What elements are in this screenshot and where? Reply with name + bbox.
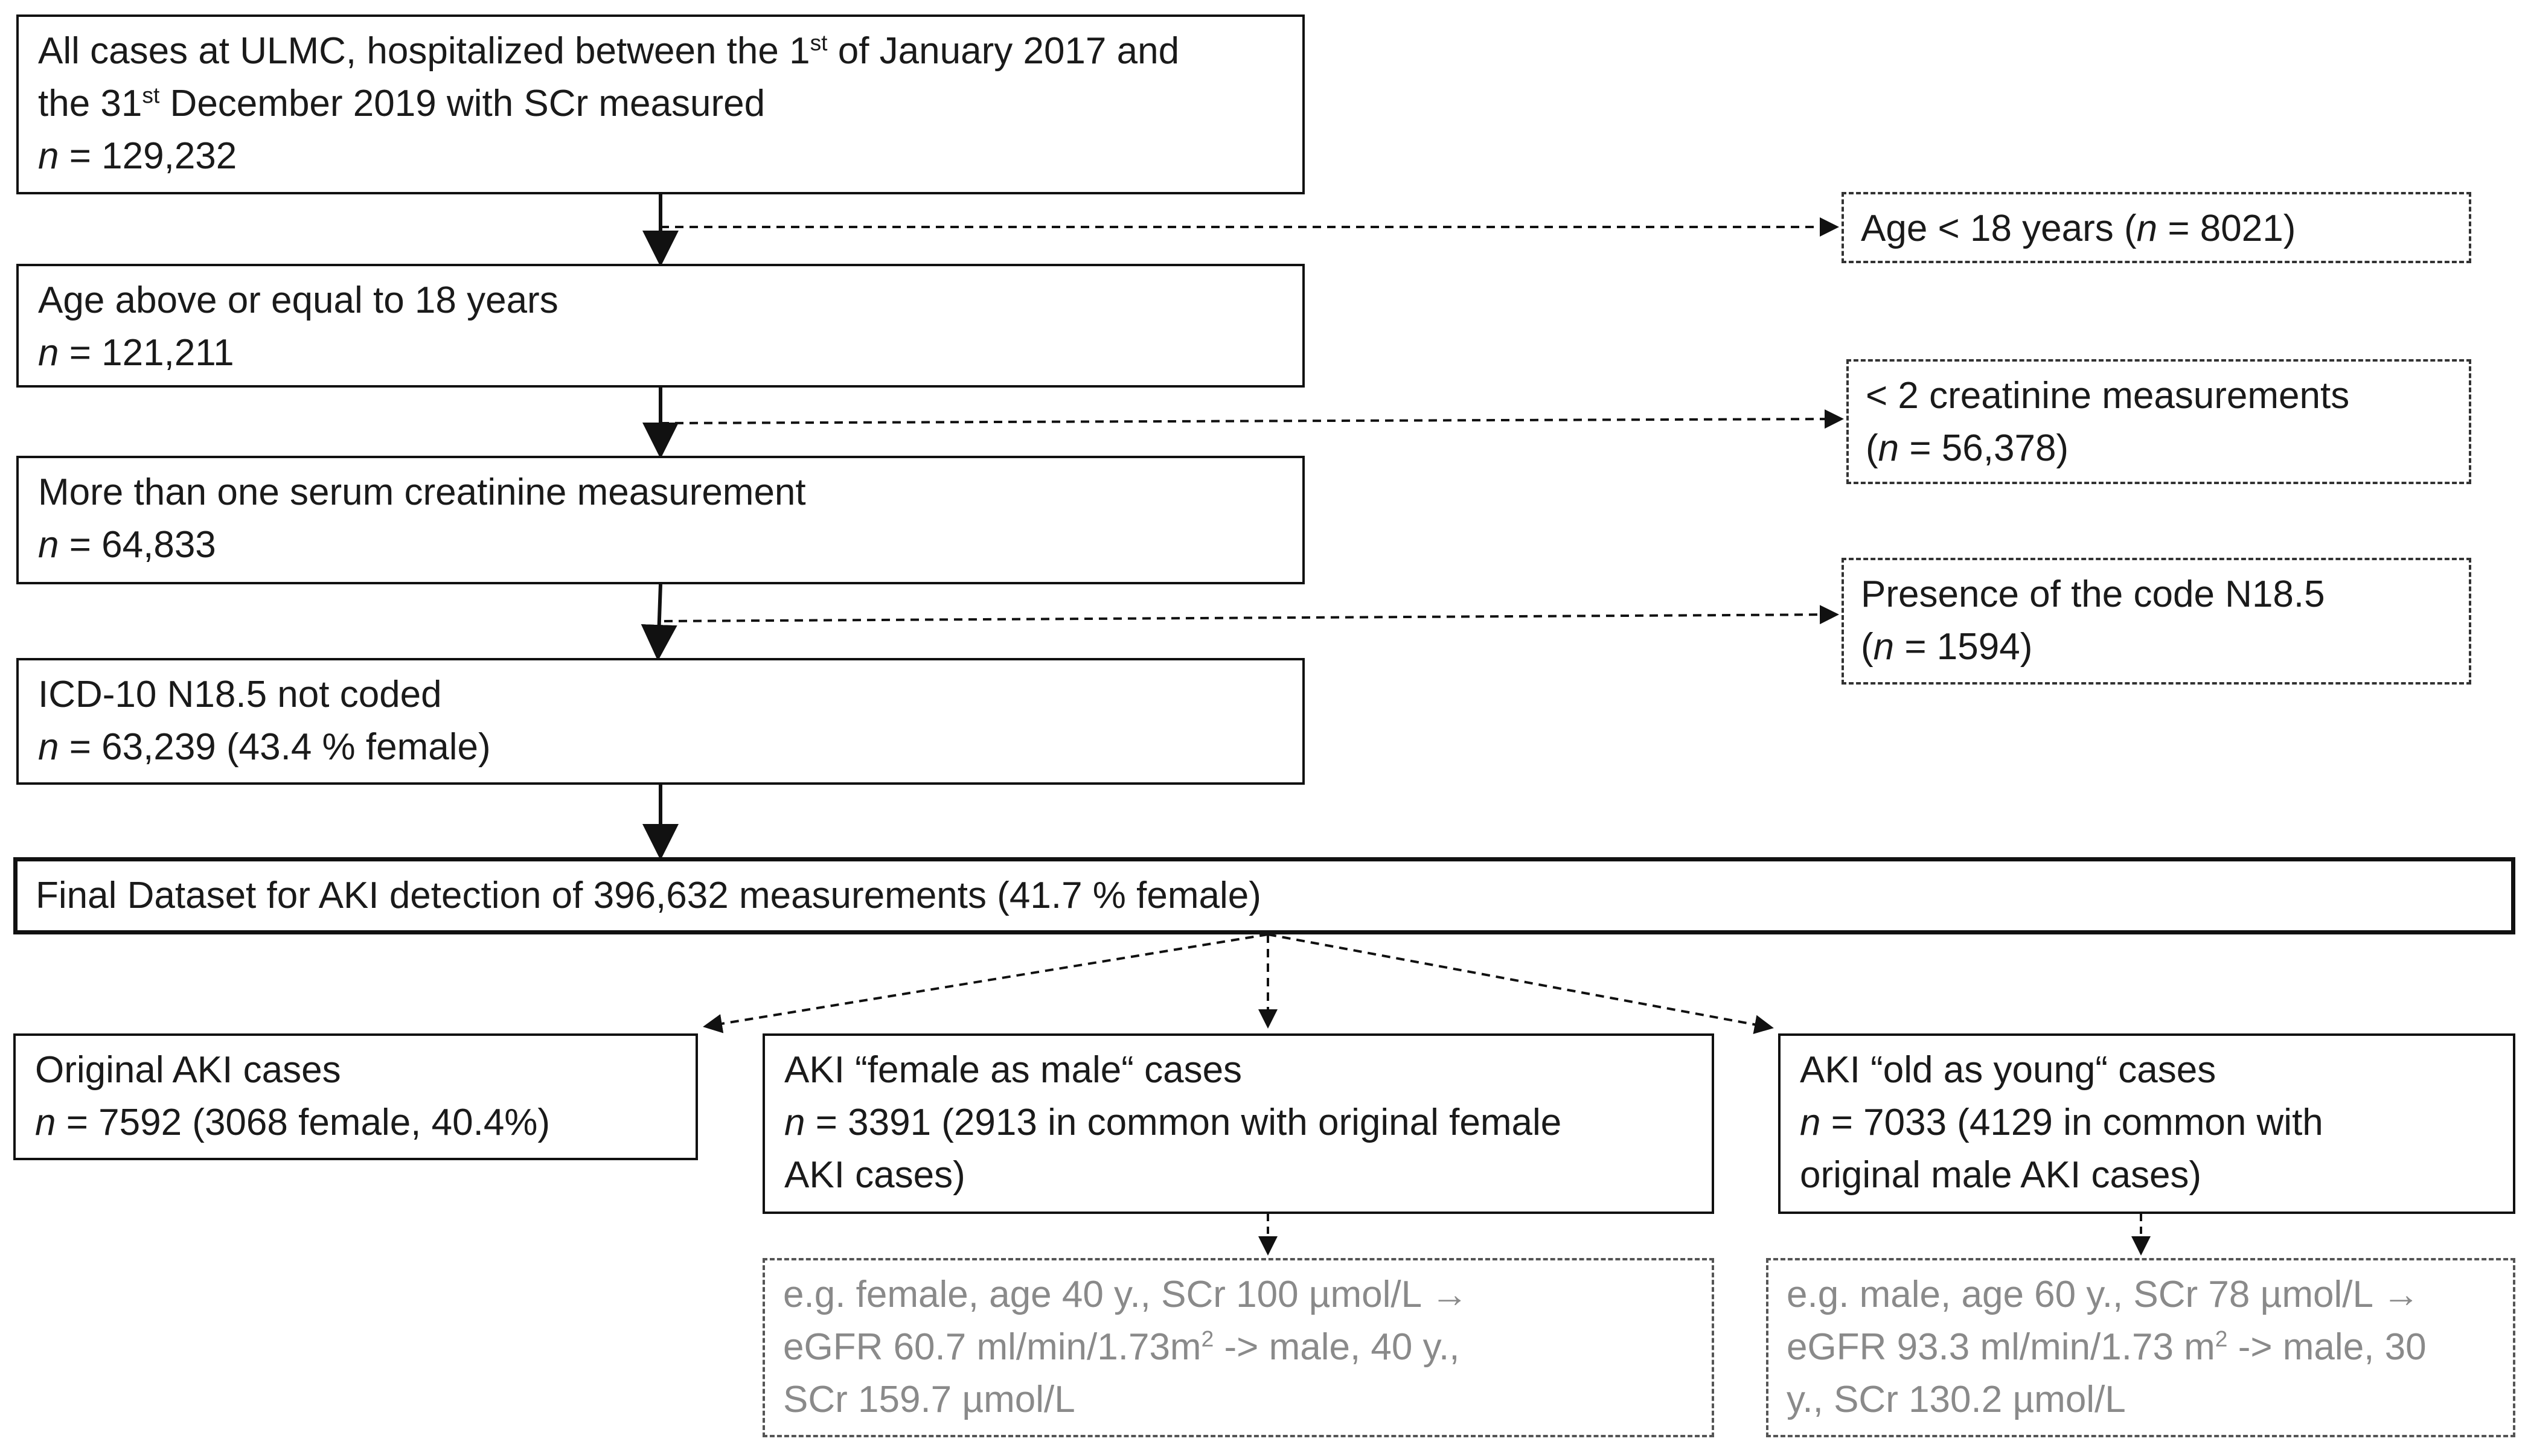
original-aki-title: Original AKI cases — [35, 1049, 341, 1091]
box-old-as-young: AKI “old as young“ cases n = 7033 (4129 … — [1778, 1033, 2515, 1214]
female-as-male-title: AKI “female as male“ cases — [784, 1049, 1243, 1091]
exclusion-age-under-18: Age < 18 years (n = 8021) — [1842, 192, 2471, 263]
box-age-18: Age above or equal to 18 years n = 121,2… — [16, 264, 1305, 388]
box-not-coded: ICD-10 N18.5 not coded n = 63,239 (43.4 … — [16, 658, 1305, 785]
box-original-aki: Original AKI cases n = 7592 (3068 female… — [13, 1033, 698, 1160]
original-aki-count: n = 7592 (3068 female, 40.4%) — [35, 1101, 551, 1143]
box-all-cases-line-1: All cases at ULMC, hospitalized between … — [38, 30, 1180, 72]
box-female-as-male: AKI “female as male“ cases n = 3391 (291… — [763, 1033, 1714, 1214]
final-dataset-text: Final Dataset for AKI detection of 396,6… — [36, 875, 1261, 916]
exclusion-few-measurements-label: < 2 creatinine measurements — [1866, 375, 2350, 417]
old-as-young-note: original male AKI cases) — [1800, 1154, 2202, 1196]
old-as-young-title: AKI “old as young“ cases — [1800, 1049, 2216, 1091]
box-all-cases: All cases at ULMC, hospitalized between … — [16, 14, 1305, 194]
box-more-than-one-label: More than one serum creatinine measureme… — [38, 471, 806, 513]
box-all-cases-count: n = 129,232 — [38, 135, 237, 177]
example-2-line-2: eGFR 93.3 ml/min/1.73 m2 -> male, 30 — [1787, 1326, 2427, 1368]
example-old-as-young: e.g. male, age 60 y., SCr 78 µmol/L → eG… — [1766, 1258, 2515, 1437]
exclusion-age-text: Age < 18 years (n = 8021) — [1861, 208, 2296, 249]
example-female-as-male: e.g. female, age 40 y., SCr 100 µmol/L →… — [763, 1258, 1714, 1437]
exclusion-code-label: Presence of the code N18.5 — [1861, 573, 2325, 615]
exclusion-few-measurements: < 2 creatinine measurements (n = 56,378) — [1846, 359, 2471, 484]
exclusion-code-present: Presence of the code N18.5 (n = 1594) — [1842, 558, 2471, 685]
example-1-line-2: eGFR 60.7 ml/min/1.73m2 -> male, 40 y., — [783, 1326, 1460, 1368]
arrow-exclude-code — [664, 605, 1839, 625]
old-as-young-count: n = 7033 (4129 in common with — [1800, 1101, 2323, 1143]
exclusion-code-count: (n = 1594) — [1861, 625, 2033, 668]
arrow-exclude-creatinine — [660, 409, 1844, 429]
example-2-line-1: e.g. male, age 60 y., SCr 78 µmol/L → — [1787, 1274, 2420, 1315]
box-more-than-one-count: n = 64,833 — [38, 523, 216, 566]
box-age-18-count: n = 121,211 — [38, 331, 234, 374]
arrow-final-to-old-as-young — [1267, 933, 1774, 1035]
example-1-line-1: e.g. female, age 40 y., SCr 100 µmol/L → — [783, 1274, 1469, 1315]
female-as-male-count: n = 3391 (2913 in common with original f… — [784, 1101, 1562, 1143]
box-final-dataset: Final Dataset for AKI detection of 396,6… — [13, 857, 2515, 934]
box-not-coded-count: n = 63,239 (43.4 % female) — [38, 726, 491, 768]
arrow-final-to-original — [703, 933, 1269, 1033]
exclusion-few-measurements-count: (n = 56,378) — [1866, 427, 2069, 469]
example-1-line-3: SCr 159.7 µmol/L — [783, 1378, 1075, 1420]
box-all-cases-line-2: the 31st December 2019 with SCr measured — [38, 82, 766, 124]
arrow-3-to-4 — [641, 584, 677, 661]
female-as-male-note: AKI cases) — [784, 1154, 965, 1196]
box-more-than-one-measurement: More than one serum creatinine measureme… — [16, 456, 1305, 584]
box-not-coded-label: ICD-10 N18.5 not coded — [38, 674, 442, 715]
box-age-18-label: Age above or equal to 18 years — [38, 279, 558, 321]
example-2-line-3: y., SCr 130.2 µmol/L — [1787, 1378, 2126, 1420]
